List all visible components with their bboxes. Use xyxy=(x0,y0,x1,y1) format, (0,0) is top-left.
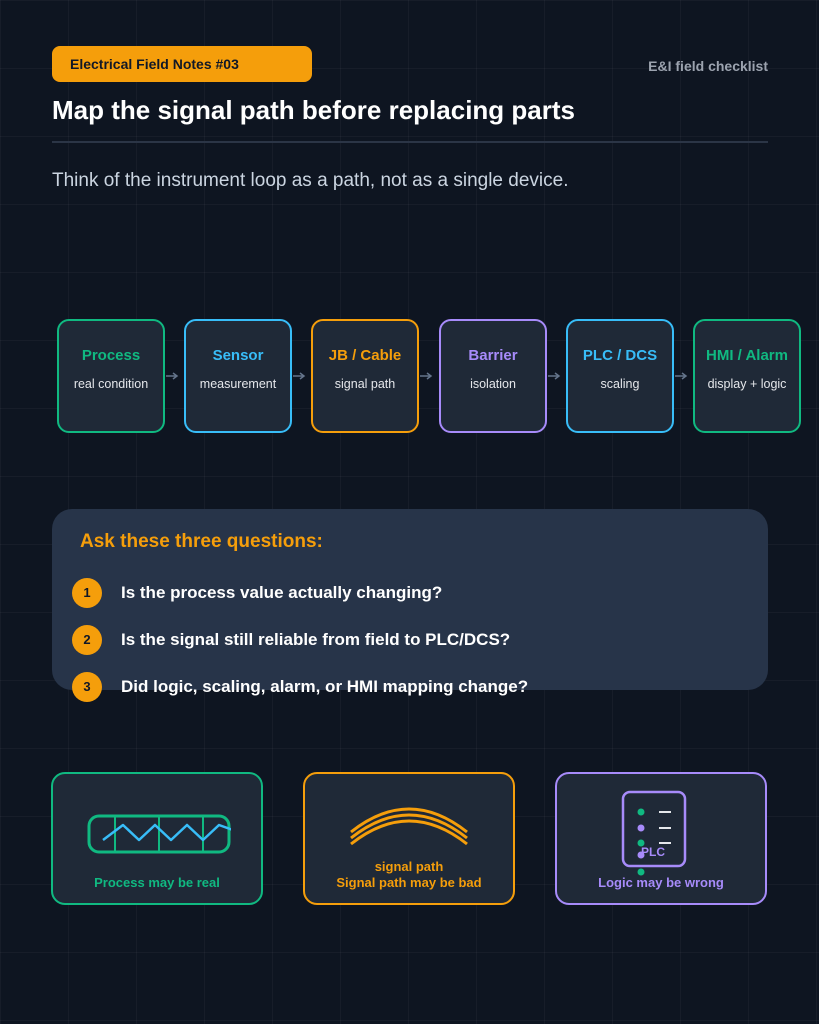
checklist-label: E&I field checklist xyxy=(648,58,768,74)
questions-panel xyxy=(52,509,768,690)
plc-icon-text: PLC xyxy=(641,845,665,859)
question-number: 1 xyxy=(72,578,102,608)
arrow-icon xyxy=(548,372,561,380)
title-divider xyxy=(52,141,768,143)
step-name: Barrier xyxy=(468,347,518,364)
arrow-icon xyxy=(293,372,306,380)
arrow-icon xyxy=(675,372,688,380)
card-signal-path: signal path Signal path may be bad xyxy=(303,772,515,905)
arrow-icon xyxy=(420,372,433,380)
card-label: Process may be real xyxy=(94,875,220,890)
questions-title: Ask these three questions: xyxy=(80,531,323,552)
card-label: Signal path may be bad xyxy=(336,875,482,890)
step-desc: measurement xyxy=(199,377,277,391)
process-wave-icon xyxy=(87,814,231,854)
question-text: Is the signal still reliable from field … xyxy=(121,630,511,649)
page-title: Map the signal path before replacing par… xyxy=(52,95,575,125)
cable-bundle-icon xyxy=(350,807,468,846)
step-desc: scaling xyxy=(600,377,640,391)
step-hmi-alarm: HMI / Alarm display + logic xyxy=(693,319,801,433)
card-caption: signal path xyxy=(374,859,444,874)
card-process: Process may be real xyxy=(51,772,263,905)
question-text: Did logic, scaling, alarm, or HMI mappin… xyxy=(121,677,529,696)
step-desc: signal path xyxy=(334,377,396,391)
question-number: 2 xyxy=(72,625,102,655)
card-logic: PLC Logic may be wrong xyxy=(555,772,767,905)
step-sensor: Sensor measurement xyxy=(184,319,292,433)
step-name: JB / Cable xyxy=(328,347,402,364)
step-process: Process real condition xyxy=(57,319,165,433)
step-desc: isolation xyxy=(470,377,516,391)
question-text: Is the process value actually changing? xyxy=(121,583,443,602)
step-name: PLC / DCS xyxy=(582,347,658,364)
series-badge: Electrical Field Notes #03 xyxy=(52,46,312,82)
plc-module-icon xyxy=(621,790,687,876)
step-plc-dcs: PLC / DCS scaling xyxy=(566,319,674,433)
step-jb-cable: JB / Cable signal path xyxy=(311,319,419,433)
step-name: Sensor xyxy=(212,347,264,364)
step-desc: display + logic xyxy=(707,377,787,391)
page-subtitle: Think of the instrument loop as a path, … xyxy=(52,170,569,191)
step-name: HMI / Alarm xyxy=(706,347,788,364)
card-label: Logic may be wrong xyxy=(598,875,724,890)
arrow-icon xyxy=(166,372,179,380)
step-barrier: Barrier isolation xyxy=(439,319,547,433)
step-name: Process xyxy=(81,347,141,364)
step-desc: real condition xyxy=(73,377,149,391)
question-number: 3 xyxy=(72,672,102,702)
